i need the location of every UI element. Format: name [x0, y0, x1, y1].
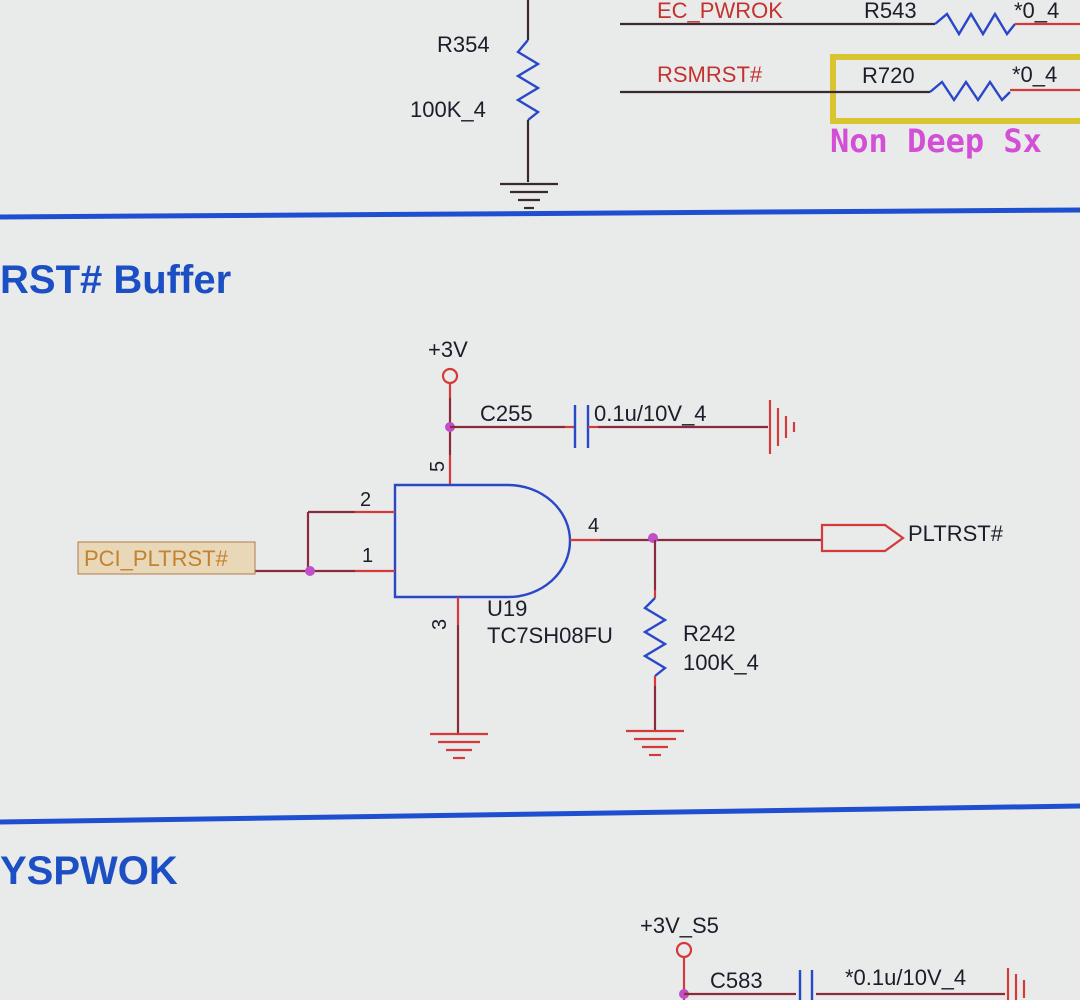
yspwok-section-title: YSPWOK: [0, 849, 178, 893]
r354-value-label: 100K_4: [410, 97, 486, 122]
pci-pltrst-net-box: [77, 541, 256, 575]
r354-resistor: [515, 0, 541, 182]
rst-buffer-section-title: RST# Buffer: [0, 258, 231, 302]
r720-value-label: *0_4: [1012, 62, 1057, 87]
c255-ref-label: C255: [480, 401, 533, 426]
pci-pltrst-net-label: PCI_PLTRST#: [84, 546, 229, 571]
ground-symbol-c255: [768, 400, 796, 454]
section-separator-top: [0, 207, 1080, 220]
power-port-3v-s5: [675, 941, 693, 959]
pin-3-label: 3: [429, 619, 451, 630]
pin-4-label: 4: [588, 515, 599, 537]
c255-value-label: 0.1u/10V_4: [594, 401, 707, 426]
c583-capacitor: [798, 970, 814, 1000]
r543-ref-label: R543: [864, 0, 917, 23]
buffer-power-label: +3V: [428, 337, 468, 362]
pin-1-label: 1: [362, 545, 373, 567]
c255-capacitor: [573, 405, 590, 448]
r242-ref-label: R242: [683, 621, 736, 646]
power-port-3v: [441, 367, 459, 385]
ec-pwrok-net-label: EC_PWROK: [657, 0, 783, 23]
ground-symbol-r242: [626, 729, 684, 757]
bottom-power-label: +3V_S5: [640, 913, 719, 938]
r720-ref-label: R720: [862, 63, 915, 88]
c583-value-label: *0.1u/10V_4: [845, 965, 966, 990]
junction-output: [648, 533, 658, 543]
ground-symbol-u19: [430, 732, 488, 760]
junction-input: [305, 566, 315, 576]
pin-5-label: 5: [427, 461, 449, 472]
u19-and-gate-body: [393, 483, 572, 599]
section-separator-bottom: [0, 803, 1080, 825]
pin-2-label: 2: [360, 489, 371, 511]
r242-resistor: [642, 597, 668, 677]
rsmrst-net-label: RSMRST#: [657, 62, 763, 87]
pltrst-net-label: PLTRST#: [908, 521, 1004, 546]
u19-part-label: TC7SH08FU: [487, 623, 613, 648]
r543-resistor: [934, 11, 1016, 37]
r354-ref-label: R354: [437, 32, 490, 57]
pltrst-output-port: [820, 523, 905, 553]
ground-symbol-c583: [1006, 968, 1026, 1000]
non-deep-sx-note: Non Deep Sx: [830, 122, 1042, 160]
r242-value-label: 100K_4: [683, 650, 759, 675]
non-deep-sx-highlight-box: [830, 54, 1080, 124]
c583-ref-label: C583: [710, 968, 763, 993]
r720-resistor: [929, 79, 1011, 103]
u19-ref-label: U19: [487, 596, 527, 621]
ground-symbol-r354: [500, 182, 558, 210]
r543-value-label: *0_4: [1014, 0, 1059, 23]
